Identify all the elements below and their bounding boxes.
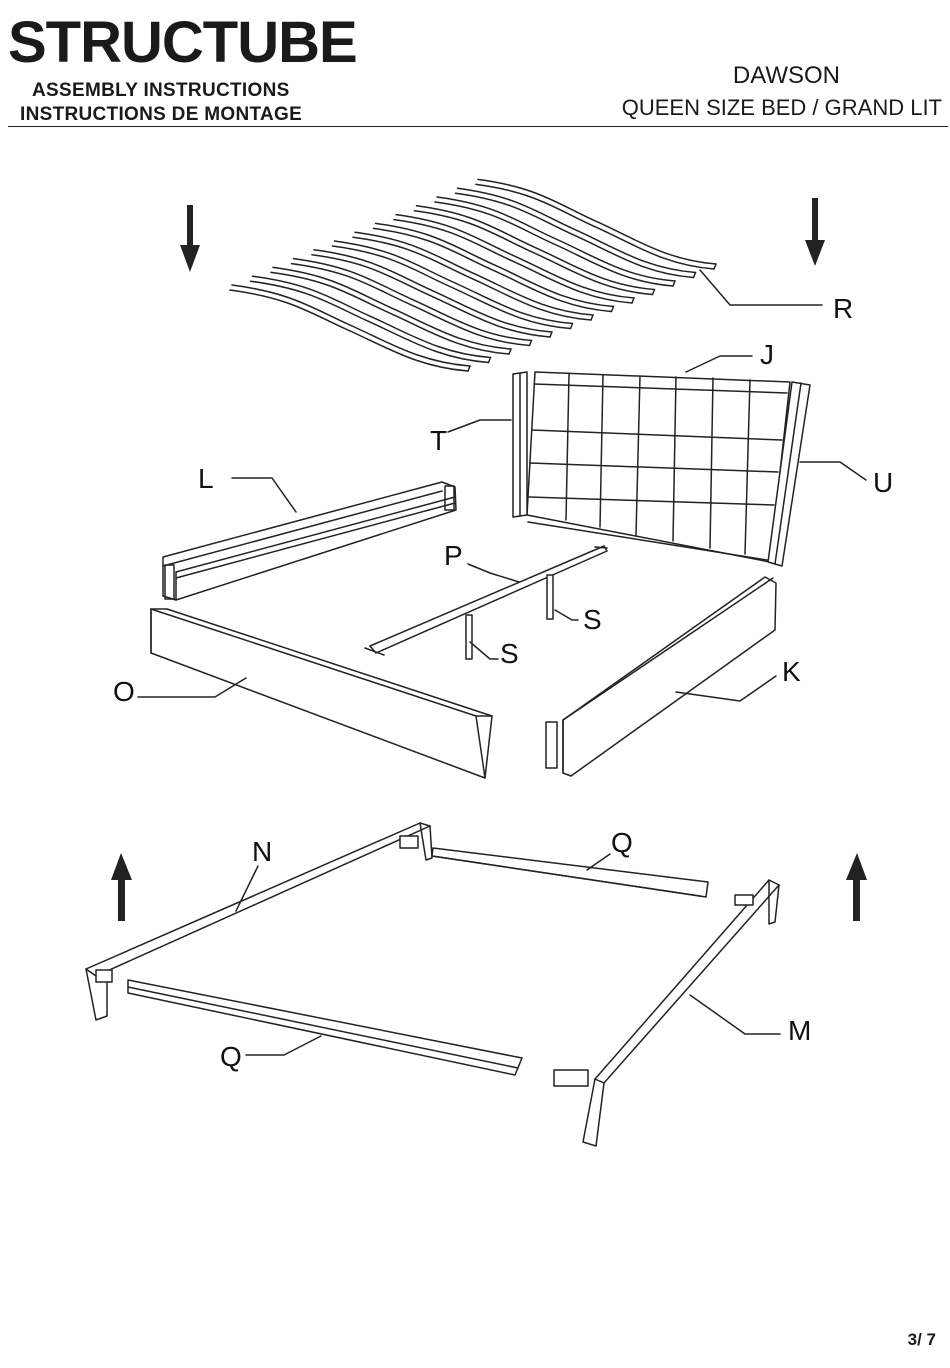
- slat-end: [550, 332, 552, 337]
- slat-end: [489, 358, 491, 363]
- slat-end: [673, 281, 675, 286]
- center-rail: [365, 546, 607, 659]
- label-center-rail-p: P: [444, 540, 463, 571]
- label-panel-o: O: [113, 676, 135, 707]
- arrow-up-icon: [846, 853, 867, 921]
- frame-rail-right: [554, 880, 779, 1146]
- label-bar-q2: Q: [220, 1041, 242, 1072]
- slat-edge: [415, 211, 653, 295]
- slat-edge: [476, 184, 714, 269]
- label-post-u: U: [873, 467, 893, 498]
- slat-edge: [353, 237, 591, 320]
- label-post-t: T: [430, 425, 447, 456]
- slat-end: [468, 366, 470, 371]
- cross-bar-bottom: [128, 980, 522, 1075]
- side-rail-left: [163, 482, 456, 600]
- label-rail-l: L: [198, 463, 214, 494]
- label-headboard-j: J: [760, 339, 774, 370]
- slat-end: [653, 290, 655, 295]
- slat-end: [694, 273, 696, 278]
- slat-end: [591, 315, 593, 320]
- headboard-post-left: [513, 372, 527, 517]
- label-frame-m: M: [788, 1015, 811, 1046]
- slat-edge: [394, 220, 632, 303]
- arrow-up-icon: [111, 853, 132, 921]
- cross-bar-top: [432, 848, 708, 897]
- label-leg-s2: S: [500, 638, 519, 669]
- arrow-down-icon: [805, 198, 825, 266]
- slat-edge: [374, 228, 612, 311]
- headboard-part: [527, 372, 790, 562]
- slat-end: [714, 264, 716, 269]
- slat-end: [530, 341, 532, 346]
- slat-end: [509, 349, 511, 354]
- side-panel-right: [546, 577, 776, 776]
- slats-group: [230, 179, 716, 371]
- slat-end: [612, 307, 614, 312]
- label-leg-s1: S: [583, 604, 602, 635]
- slat-end: [571, 324, 573, 329]
- slat-end: [632, 298, 634, 303]
- label-panel-k: K: [782, 656, 801, 687]
- slat-edge: [435, 202, 673, 286]
- side-panel-left: [151, 609, 492, 778]
- slat-edge: [456, 193, 694, 277]
- arrow-down-icon: [180, 205, 200, 272]
- page-number: 3/ 7: [908, 1330, 936, 1350]
- label-frame-n: N: [252, 836, 272, 867]
- label-slats-r: R: [833, 293, 853, 324]
- label-bar-q1: Q: [611, 827, 633, 858]
